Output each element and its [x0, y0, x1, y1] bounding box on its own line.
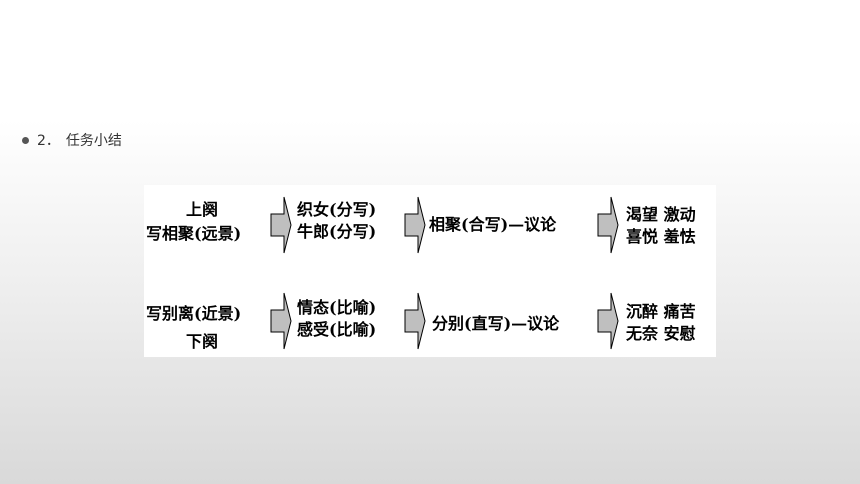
row2-arrow-2	[404, 292, 426, 350]
bullet-icon	[22, 136, 29, 144]
summary-diagram: 上阕 写相聚(远景) 织女(分写) 牛郎(分写) 相聚(合写)—议论 渴望 激动…	[144, 185, 716, 357]
row1-arrow-2	[404, 196, 426, 254]
row1-meeting: 相聚(合写)—议论	[429, 215, 557, 234]
section-title: 任务小结	[65, 133, 122, 149]
row1-part-desc: 写相聚(远景)	[146, 224, 242, 243]
row1-emotion-1: 渴望 激动	[626, 205, 696, 224]
row2-arrow-3	[597, 292, 619, 350]
row1-role-1: 织女(分写)	[297, 200, 377, 219]
row1-role-2: 牛郎(分写)	[297, 222, 377, 241]
row2-emotion-2: 无奈 安慰	[626, 324, 696, 343]
row2-aspect-1: 情态(比喻)	[297, 298, 377, 317]
section-number: 2．	[37, 133, 60, 149]
row2-part-desc: 写别离(近景)	[146, 304, 242, 323]
row1-part-label: 上阕	[185, 200, 218, 219]
row2-emotion-1: 沉醉 痛苦	[626, 302, 696, 321]
row2-parting: 分别(直写)—议论	[432, 314, 560, 333]
section-heading: 2． 任务小结	[22, 130, 122, 150]
row1-emotion-2: 喜悦 羞怯	[626, 227, 696, 246]
row2-arrow-1	[270, 292, 292, 350]
row1-arrow-3	[597, 196, 619, 254]
row2-part-label: 下阕	[185, 332, 218, 351]
row1-arrow-1	[270, 196, 292, 254]
row2-aspect-2: 感受(比喻)	[297, 320, 377, 339]
